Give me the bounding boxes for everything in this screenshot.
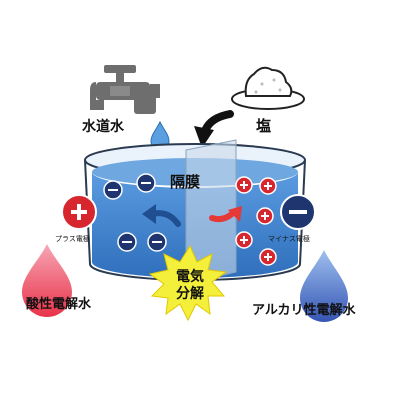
- electrolysis-label-line2: 分解: [176, 286, 204, 302]
- anion: [103, 180, 123, 200]
- salt-label: 塩: [256, 117, 272, 135]
- faucet-icon: [90, 65, 160, 114]
- salt-pile-icon: [231, 66, 305, 110]
- curved-arrow-icon: [194, 110, 234, 148]
- plus-electrode-icon: [61, 194, 97, 230]
- plus-electrode-label: プラス電極: [55, 235, 90, 243]
- anion: [147, 232, 167, 252]
- acidic-water-label: 酸性電解水: [26, 297, 92, 312]
- cation-group: [235, 176, 277, 266]
- cation: [259, 248, 277, 266]
- cation: [256, 207, 274, 225]
- alkaline-drop-icon: [300, 250, 348, 322]
- membrane-panel: [185, 139, 237, 285]
- cation: [235, 231, 253, 249]
- acid-drop-icon: [22, 244, 72, 317]
- alkaline-water-label: アルカリ性電解水: [252, 303, 356, 318]
- minus-electrode-icon: [280, 194, 316, 230]
- anion-direction-arrow: [142, 204, 181, 227]
- cation: [259, 177, 277, 195]
- membrane-label: 隔膜: [170, 173, 201, 191]
- tap-water-label: 水道水: [82, 119, 124, 135]
- anion: [136, 173, 156, 193]
- cation-direction-arrow: [209, 206, 242, 223]
- minus-electrode-label: マイナス電極: [268, 235, 310, 243]
- anion-group: [103, 173, 167, 252]
- cation: [235, 176, 253, 194]
- anion: [117, 232, 137, 252]
- lightning-burst-icon: [148, 244, 228, 322]
- electrolysis-label-line1: 電気: [176, 269, 204, 285]
